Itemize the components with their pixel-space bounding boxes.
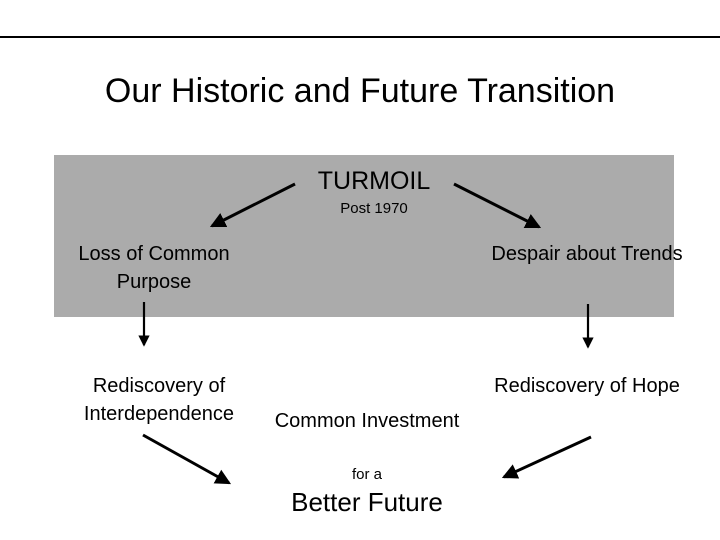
page-title: Our Historic and Future Transition (104, 72, 616, 110)
rediscovery-of-hope-label: Rediscovery of Hope (494, 375, 680, 397)
arrow-turmoil-to-despair (453, 182, 542, 229)
turmoil-subheading: Post 1970 (340, 200, 408, 217)
despair-about-trends-label: Despair about Trends (491, 243, 683, 265)
loss-of-common-purpose-label: Loss of Common Purpose (78, 243, 230, 293)
turmoil-heading: TURMOIL (317, 167, 431, 195)
common-investment-label: Common Investment (274, 410, 460, 432)
better-future-label: Better Future (291, 487, 443, 517)
title-divider-rule (0, 36, 720, 38)
arrow-hope-to-investment (501, 435, 592, 479)
for-a-label: for a (351, 466, 382, 483)
turmoil-panel (54, 155, 674, 317)
arrow-turmoil-to-loss (209, 182, 296, 228)
rediscovery-of-interdependence-label: Rediscovery of Interdependence (83, 375, 235, 425)
arrow-interdependence-to-investment (142, 433, 232, 485)
